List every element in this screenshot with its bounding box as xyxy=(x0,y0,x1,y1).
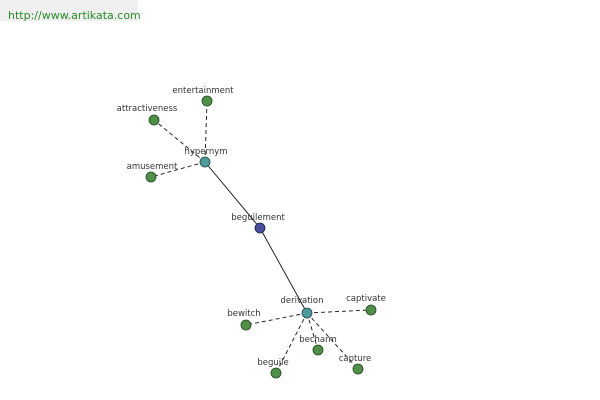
label-bewitch: bewitch xyxy=(227,309,260,319)
edge-derivation-bewitch xyxy=(245,312,308,326)
label-attractiveness: attractiveness xyxy=(117,104,178,114)
edge-derivation-capture xyxy=(306,312,359,370)
node-captivate[interactable] xyxy=(365,304,377,316)
node-capture[interactable] xyxy=(352,363,364,375)
label-capture: capture xyxy=(339,354,372,364)
label-amusement: amusement xyxy=(127,162,178,172)
node-entertainment[interactable] xyxy=(201,95,213,107)
site-url-link[interactable]: http://www.artikata.com xyxy=(8,9,141,22)
node-attractiveness[interactable] xyxy=(148,114,160,126)
node-bewitch[interactable] xyxy=(240,319,252,331)
edge-hypernym-amusement xyxy=(150,161,206,178)
edge-root-hypernym xyxy=(204,161,261,229)
label-beguile: beguile xyxy=(257,358,288,368)
edge-hypernym-entertainment xyxy=(204,100,208,163)
node-beguile[interactable] xyxy=(270,367,282,379)
label-entertainment: entertainment xyxy=(172,86,234,96)
site-url-bar: http://www.artikata.com xyxy=(0,0,141,22)
node-hypernym[interactable] xyxy=(199,156,211,168)
node-beguilement[interactable] xyxy=(254,222,266,234)
label-hypernym: hypernym xyxy=(184,147,227,157)
label-captivate: captivate xyxy=(346,294,386,304)
label-becharm: becharm xyxy=(299,335,337,345)
edge-root-derivation xyxy=(259,227,308,314)
node-becharm[interactable] xyxy=(312,344,324,356)
node-derivation[interactable] xyxy=(301,307,313,319)
label-beguilement: beguilement xyxy=(231,213,285,223)
node-amusement[interactable] xyxy=(145,171,157,183)
label-derivation: derivation xyxy=(280,296,323,306)
edge-derivation-captivate xyxy=(306,309,372,314)
edge-derivation-beguile xyxy=(275,312,308,374)
